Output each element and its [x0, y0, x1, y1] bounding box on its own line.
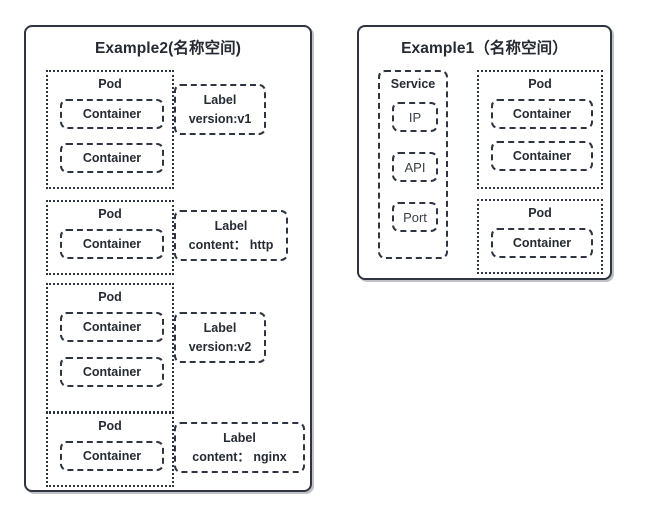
service-item-ip: IP: [392, 102, 438, 132]
label-line-2: content： nginx: [192, 449, 287, 464]
label-line-1: Label: [214, 219, 248, 234]
pod-box: Pod Container: [46, 412, 174, 487]
label-line-1: Label: [203, 321, 237, 336]
label-box: Label content： http: [174, 210, 288, 261]
pod-title: Pod: [98, 77, 122, 91]
pod-box: Pod Container Container: [46, 283, 174, 413]
container-box: Container: [60, 143, 164, 173]
service-title: Service: [390, 77, 436, 91]
pod-box: Pod Container Container: [477, 70, 603, 189]
container-box: Container: [491, 99, 593, 129]
label-box: Label version:v2: [174, 312, 266, 363]
pod-title: Pod: [98, 207, 122, 221]
pod-box: Pod Container: [477, 199, 603, 274]
label-line-2: version:v2: [188, 339, 252, 354]
label-line-1: Label: [223, 431, 256, 446]
pod-title: Pod: [98, 419, 122, 433]
pod-box: Pod Container Container: [46, 70, 174, 189]
namespace-example2: Example2(名称空间) Pod Container Container L…: [24, 25, 312, 492]
container-box: Container: [60, 357, 164, 387]
pod-title: Pod: [528, 206, 552, 220]
container-box: Container: [60, 312, 164, 342]
namespace-example1: Example1（名称空间） Service IP API Port Pod C…: [357, 25, 612, 280]
namespace-example1-title: Example1（名称空间）: [401, 40, 568, 57]
pod-title: Pod: [528, 77, 552, 91]
service-box: Service IP API Port: [378, 70, 448, 259]
service-item-api: API: [392, 152, 438, 182]
container-box: Container: [60, 441, 164, 471]
pod-box: Pod Container: [46, 200, 174, 275]
container-box: Container: [60, 99, 164, 129]
namespace-example2-title: Example2(名称空间): [94, 40, 242, 57]
label-line-2: content： http: [188, 237, 274, 252]
container-box: Container: [60, 229, 164, 259]
container-box: Container: [491, 228, 593, 258]
label-line-1: Label: [203, 93, 237, 108]
label-line-2: version:v1: [188, 111, 252, 126]
label-box: Label content： nginx: [174, 422, 305, 473]
service-item-port: Port: [392, 202, 438, 232]
container-box: Container: [491, 141, 593, 171]
label-box: Label version:v1: [174, 84, 266, 135]
pod-title: Pod: [98, 290, 122, 304]
